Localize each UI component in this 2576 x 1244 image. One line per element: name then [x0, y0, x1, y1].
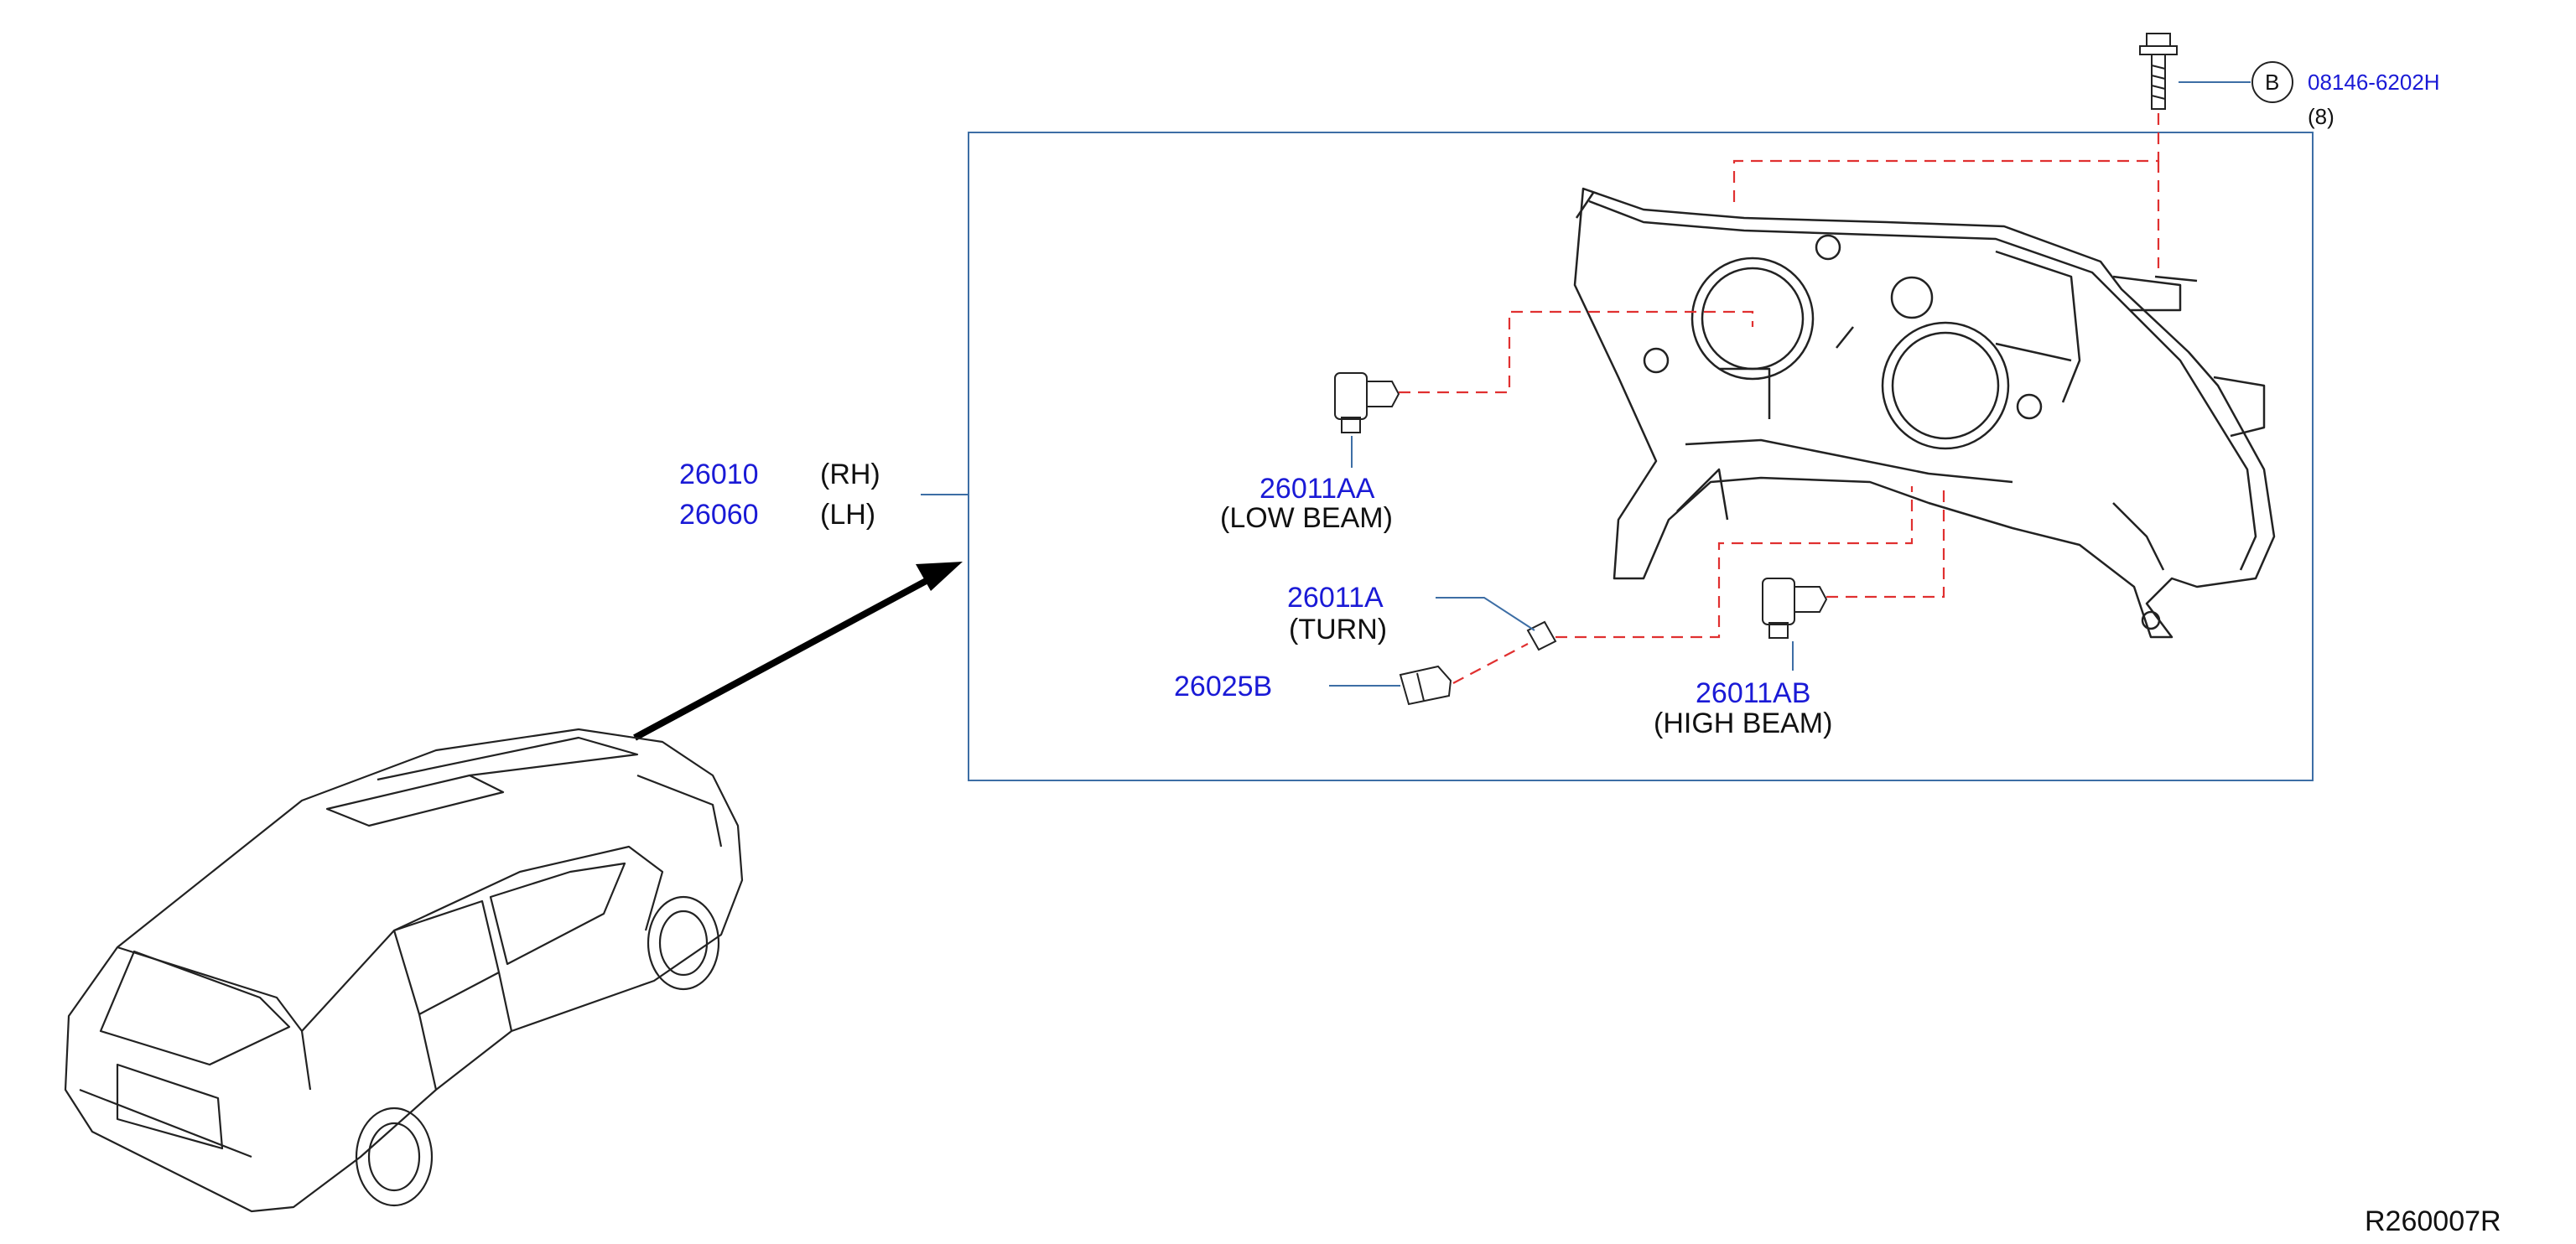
bulb-socket: [1399, 665, 1452, 706]
bolt-quantity: (8): [2308, 104, 2334, 129]
part-number-high-beam: 26011AB: [1696, 677, 1811, 709]
part-number-headlamp-rh: 26010: [679, 459, 759, 490]
desc-high-beam: (HIGH BEAM): [1654, 708, 1833, 739]
part-number-bolt: 08146-6202H: [2308, 70, 2440, 95]
side-label-rh: (RH): [820, 459, 880, 490]
assembly-frame: [968, 132, 2314, 781]
headlamp-housing: [1573, 187, 2276, 639]
installation-lines: [1399, 113, 2160, 684]
vehicle-illustration: [64, 728, 744, 1213]
bolt-callout-letter: B: [2265, 70, 2280, 95]
callout-leaders: [1329, 61, 2293, 687]
part-number-headlamp-lh: 26060: [679, 499, 759, 531]
location-arrow: [633, 562, 963, 741]
turn-bulb: [1526, 620, 1557, 651]
high-beam-bulb: [1762, 578, 1828, 639]
bolt: [2139, 33, 2178, 110]
desc-turn: (TURN): [1289, 614, 1388, 645]
bolt-callout-circle: [2251, 61, 2293, 103]
part-number-turn: 26011A: [1287, 582, 1384, 614]
diagram-code: R260007R: [2365, 1205, 2501, 1237]
part-number-low-beam: 26011AA: [1259, 473, 1375, 505]
desc-low-beam: (LOW BEAM): [1220, 502, 1393, 534]
side-label-lh: (LH): [820, 499, 876, 531]
low-beam-bulb: [1334, 372, 1400, 433]
part-number-socket: 26025B: [1174, 671, 1273, 702]
